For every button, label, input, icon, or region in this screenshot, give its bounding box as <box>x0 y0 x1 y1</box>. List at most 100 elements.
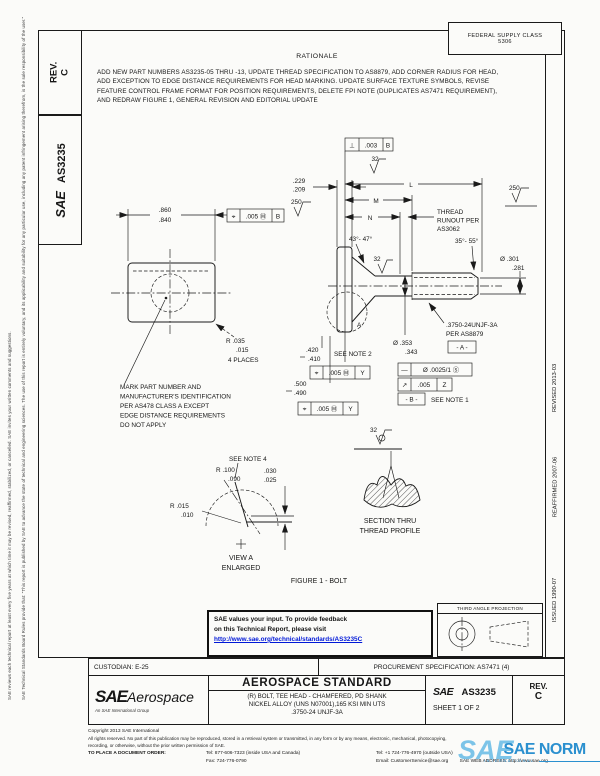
svg-text:.490: .490 <box>294 390 307 397</box>
order-tel2: Tel: +1 724-776-4970 (outside USA) <box>376 751 453 757</box>
doc-type: AEROSPACE STANDARD <box>209 676 425 691</box>
svg-text:Z: Z <box>443 382 447 389</box>
doc-number-cell: SAE AS3235 SHEET 1 OF 2 <box>426 676 513 724</box>
stamp-line2: 5306 <box>498 38 512 45</box>
svg-text:R .035: R .035 <box>226 338 245 345</box>
view-a-enlarged: SEE NOTE 4 R .100 .090 .030 .025 R .015 … <box>170 456 294 572</box>
rev-box: REV. C <box>38 30 82 115</box>
svg-text:.003: .003 <box>365 143 378 150</box>
rev-cell: REV. C <box>513 676 564 724</box>
svg-text:M: M <box>373 198 378 205</box>
svg-text:- B -: - B - <box>405 397 417 404</box>
svg-text:EDGE DISTANCE REQUIREMENTS: EDGE DISTANCE REQUIREMENTS <box>120 413 225 420</box>
svg-text:.840: .840 <box>159 217 172 224</box>
head-front-view <box>111 249 231 336</box>
figure-caption: FIGURE 1 - BOLT <box>291 578 348 585</box>
svg-text:250: 250 <box>509 185 520 192</box>
dim-500: .500 .490 ⌖ .005 Ⓜ Y <box>286 336 359 416</box>
sae-logo-small: SAE <box>52 190 68 218</box>
date-revised: REVISED 2013-03 <box>552 363 558 412</box>
rights-line1: All rights reserved. No part of this pub… <box>88 735 447 741</box>
order-tel1: Tel: 877-606-7323 (inside USA and Canada… <box>206 751 301 757</box>
logo-sae: SAE <box>95 686 128 706</box>
svg-text:R .100: R .100 <box>216 467 235 474</box>
feedback-box: SAE values your input. To provide feedba… <box>207 610 433 657</box>
dim-end-diameter: Ø .301 .281 <box>480 256 526 295</box>
svg-text:THREAD PROFILE: THREAD PROFILE <box>360 528 421 535</box>
feedback-line2: on this Technical Report, please visit <box>214 625 327 633</box>
margin-note-reviews: SAE reviews each technical report at lea… <box>7 331 12 700</box>
svg-text:PER AS478 CLASS A EXCEPT: PER AS478 CLASS A EXCEPT <box>120 403 209 410</box>
svg-text:RUNOUT PER: RUNOUT PER <box>437 218 480 225</box>
svg-text:MANUFACTURER'S IDENTIFICATION: MANUFACTURER'S IDENTIFICATION <box>120 394 231 401</box>
datum-a-flag: - A - <box>456 345 467 352</box>
doc-title-line2: NICKEL ALLOY (UNS N07001),165 KSI MIN UT… <box>248 701 386 709</box>
svg-text:N: N <box>368 215 373 222</box>
finish-symbol-250-left: 250 <box>291 199 311 217</box>
svg-text:SEE NOTE 2: SEE NOTE 2 <box>334 351 372 358</box>
projection-label: THIRD ANGLE PROJECTION <box>438 604 542 614</box>
svg-text:—: — <box>401 367 408 374</box>
dim-head-depth: .229 .209 <box>293 178 366 247</box>
fcf-head-position: ⌖ .005 Ⓜ B <box>226 208 285 223</box>
order-email: Email: CustomerService@sae.org <box>376 758 449 764</box>
svg-text:L: L <box>409 182 413 189</box>
svg-text:.281: .281 <box>512 265 525 272</box>
right-margin-divider <box>545 30 546 658</box>
thread-section: 32 SECTION THRU THREAD PROFILE <box>354 427 421 535</box>
svg-text:.229: .229 <box>293 178 306 185</box>
svg-text:SEE NOTE 4: SEE NOTE 4 <box>229 456 267 463</box>
dim-N: N <box>344 212 401 274</box>
date-issued: ISSUED 1990-07 <box>552 577 558 623</box>
footer: Copyright 2013 SAE International All rig… <box>88 729 565 766</box>
rev-label: REV. <box>529 682 548 691</box>
dim-shank-diameter: Ø .353 .343 <box>393 275 418 356</box>
svg-text:VIEW A: VIEW A <box>229 555 253 562</box>
feedback-link[interactable]: http://www.sae.org/technical/standards/A… <box>214 635 363 643</box>
svg-text:250: 250 <box>291 199 302 206</box>
fcf-circular-runout: ↗ .005 Z <box>397 377 453 392</box>
svg-text:.030: .030 <box>264 468 277 475</box>
marking-note: MARK PART NUMBER AND MANUFACTURER'S IDEN… <box>120 296 231 429</box>
bolt-side-view <box>328 246 502 333</box>
runout-symbol: ↗ <box>402 382 407 389</box>
svg-text:.010: .010 <box>181 512 194 519</box>
order-label: TO PLACE A DOCUMENT ORDER: <box>88 751 166 757</box>
svg-text:.209: .209 <box>293 187 306 194</box>
thread-runout-note: THREAD RUNOUT PER AS3062 <box>407 209 480 233</box>
datum-b-flag: - B - SEE NOTE 1 <box>397 392 469 406</box>
svg-text:DO NOT APPLY: DO NOT APPLY <box>120 422 167 429</box>
title-block: CUSTODIAN: E-25 PROCUREMENT SPECIFICATIO… <box>88 658 565 725</box>
svg-text:.410: .410 <box>308 356 321 363</box>
dim-420: .420 .410 SEE NOTE 2 ⌖ .005 Ⓜ Y <box>300 336 372 380</box>
doc-number-box: SAE AS3235 <box>38 115 82 245</box>
fcf-perpendicularity: ⊥ .003 B <box>344 137 394 152</box>
svg-text:SECTION THRU: SECTION THRU <box>364 518 416 525</box>
finish-symbol-32-top: 32 <box>369 156 386 174</box>
svg-text:.025: .025 <box>264 477 277 484</box>
rights-line2: recording, or otherwise, without the pri… <box>88 742 226 748</box>
angle-end-chamfer: 35°- 55° <box>455 237 479 271</box>
fcf-straightness: — Ø .0025/1 Ⓢ <box>397 362 473 377</box>
svg-text:MARK PART NUMBER AND: MARK PART NUMBER AND <box>120 384 201 391</box>
svg-text:Y: Y <box>348 406 353 413</box>
svg-text:32: 32 <box>373 256 381 263</box>
svg-text:.090: .090 <box>228 476 241 483</box>
svg-text:Ø .353: Ø .353 <box>393 340 413 347</box>
svg-text:ENLARGED: ENLARGED <box>222 565 261 572</box>
copyright-line: Copyright 2013 SAE International <box>88 729 160 734</box>
svg-text:PER AS8879: PER AS8879 <box>446 331 484 338</box>
rev-value: C <box>534 691 543 702</box>
position-symbol: ⌖ <box>232 214 236 221</box>
standard-title-cell: AEROSPACE STANDARD (R) BOLT, TEE HEAD - … <box>209 676 426 724</box>
svg-text:.005 Ⓜ: .005 Ⓜ <box>329 369 350 377</box>
dim-corner-radius: R .035 .015 4 PLACES <box>215 323 259 364</box>
finish-symbol-250-right: 250 <box>505 185 537 207</box>
svg-text:.015: .015 <box>236 347 249 354</box>
doc-number: AS3235 <box>55 142 68 183</box>
svg-text:32: 32 <box>371 156 379 163</box>
figure-1-drawing: ⊥ .003 B 32 L M N <box>111 137 537 585</box>
svg-text:.005: .005 <box>418 382 431 389</box>
sae-aerospace-logo: SAEAerospace An SAE International Group <box>89 676 209 724</box>
